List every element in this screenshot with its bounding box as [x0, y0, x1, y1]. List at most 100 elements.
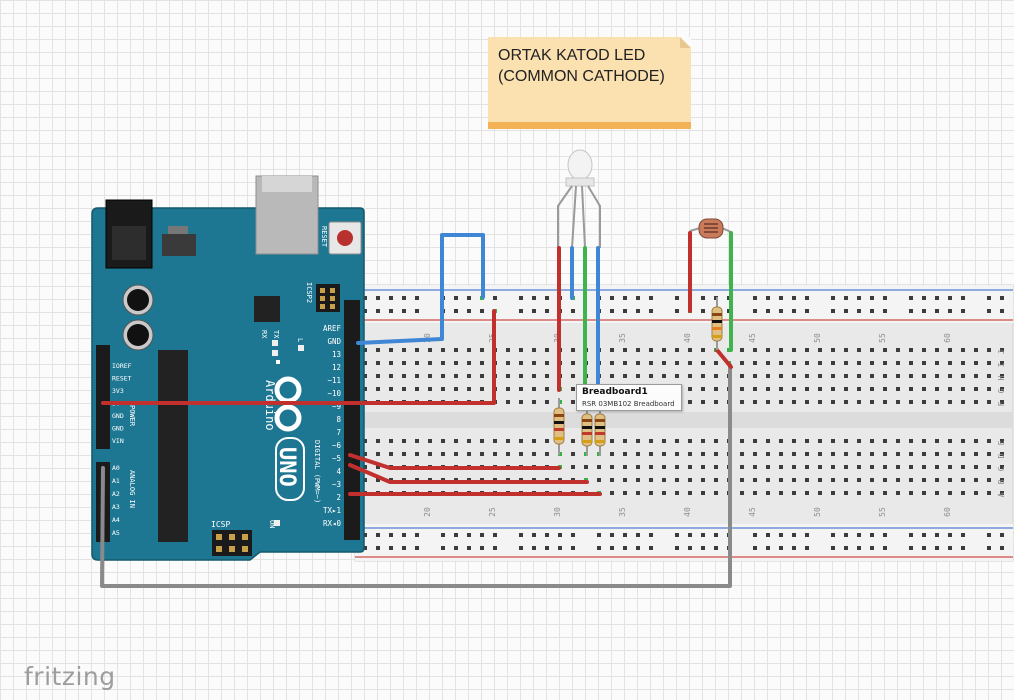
breadboard-hole[interactable]	[1000, 374, 1004, 378]
rail-hole[interactable]	[636, 309, 640, 313]
breadboard-hole[interactable]	[779, 478, 783, 482]
breadboard-hole[interactable]	[467, 361, 471, 365]
breadboard-hole[interactable]	[779, 465, 783, 469]
breadboard-hole[interactable]	[987, 400, 991, 404]
breadboard-hole[interactable]	[649, 491, 653, 495]
breadboard-hole[interactable]	[948, 439, 952, 443]
wire-blue-gnd[interactable]	[356, 233, 485, 345]
breadboard-hole[interactable]	[623, 361, 627, 365]
breadboard-hole[interactable]	[675, 374, 679, 378]
breadboard-hole[interactable]	[532, 387, 536, 391]
breadboard-hole[interactable]	[935, 452, 939, 456]
breadboard-hole[interactable]	[363, 348, 367, 352]
breadboard-hole[interactable]	[454, 348, 458, 352]
breadboard-hole[interactable]	[376, 465, 380, 469]
breadboard-hole[interactable]	[675, 452, 679, 456]
breadboard-hole[interactable]	[766, 439, 770, 443]
breadboard-hole[interactable]	[935, 400, 939, 404]
breadboard-hole[interactable]	[415, 361, 419, 365]
breadboard-hole[interactable]	[584, 465, 588, 469]
breadboard-hole[interactable]	[909, 374, 913, 378]
breadboard-hole[interactable]	[402, 387, 406, 391]
breadboard-hole[interactable]	[753, 452, 757, 456]
breadboard-hole[interactable]	[766, 348, 770, 352]
breadboard-hole[interactable]	[1000, 452, 1004, 456]
rail-hole[interactable]	[389, 546, 393, 550]
rail-hole[interactable]	[675, 533, 679, 537]
breadboard-hole[interactable]	[766, 478, 770, 482]
wire-red-5v[interactable]	[101, 309, 496, 405]
rail-hole[interactable]	[909, 296, 913, 300]
sticky-note[interactable]: ORTAK KATOD LED (COMMON CATHODE)	[488, 37, 691, 129]
breadboard-hole[interactable]	[532, 348, 536, 352]
breadboard-hole[interactable]	[597, 478, 601, 482]
breadboard-hole[interactable]	[493, 452, 497, 456]
breadboard-hole[interactable]	[688, 348, 692, 352]
rail-hole[interactable]	[376, 309, 380, 313]
rail-hole[interactable]	[415, 309, 419, 313]
breadboard-hole[interactable]	[857, 361, 861, 365]
breadboard-hole[interactable]	[506, 387, 510, 391]
rail-hole[interactable]	[532, 546, 536, 550]
breadboard-hole[interactable]	[688, 439, 692, 443]
breadboard-hole[interactable]	[753, 374, 757, 378]
rail-hole[interactable]	[454, 546, 458, 550]
breadboard-hole[interactable]	[714, 439, 718, 443]
rail-hole[interactable]	[610, 309, 614, 313]
rail-hole[interactable]	[1000, 296, 1004, 300]
breadboard-hole[interactable]	[779, 361, 783, 365]
rail-hole[interactable]	[363, 296, 367, 300]
rail-hole[interactable]	[909, 546, 913, 550]
breadboard-hole[interactable]	[766, 387, 770, 391]
resistors[interactable]	[553, 297, 723, 456]
breadboard-hole[interactable]	[779, 348, 783, 352]
breadboard-hole[interactable]	[909, 439, 913, 443]
breadboard-hole[interactable]	[740, 348, 744, 352]
breadboard-hole[interactable]	[428, 387, 432, 391]
breadboard-hole[interactable]	[610, 348, 614, 352]
rail-hole[interactable]	[623, 296, 627, 300]
breadboard-hole[interactable]	[389, 348, 393, 352]
rail-hole[interactable]	[623, 533, 627, 537]
rail-hole[interactable]	[857, 546, 861, 550]
breadboard-hole[interactable]	[675, 465, 679, 469]
breadboard-hole[interactable]	[454, 361, 458, 365]
breadboard-hole[interactable]	[1000, 439, 1004, 443]
breadboard-hole[interactable]	[467, 452, 471, 456]
rail-hole[interactable]	[805, 309, 809, 313]
breadboard-hole[interactable]	[831, 400, 835, 404]
rail-hole[interactable]	[935, 296, 939, 300]
rail-hole[interactable]	[389, 296, 393, 300]
breadboard-hole[interactable]	[844, 348, 848, 352]
breadboard-hole[interactable]	[818, 361, 822, 365]
breadboard-hole[interactable]	[883, 439, 887, 443]
breadboard-hole[interactable]	[389, 387, 393, 391]
breadboard-hole[interactable]	[506, 361, 510, 365]
breadboard-hole[interactable]	[467, 348, 471, 352]
breadboard-hole[interactable]	[623, 491, 627, 495]
breadboard-hole[interactable]	[818, 400, 822, 404]
breadboard-hole[interactable]	[714, 361, 718, 365]
breadboard-hole[interactable]	[948, 374, 952, 378]
rail-hole[interactable]	[454, 296, 458, 300]
breadboard-hole[interactable]	[922, 361, 926, 365]
breadboard-hole[interactable]	[922, 387, 926, 391]
breadboard-hole[interactable]	[909, 465, 913, 469]
breadboard-hole[interactable]	[688, 387, 692, 391]
breadboard-hole[interactable]	[987, 452, 991, 456]
breadboard-hole[interactable]	[844, 465, 848, 469]
rail-hole[interactable]	[883, 546, 887, 550]
rail-hole[interactable]	[948, 296, 952, 300]
breadboard-hole[interactable]	[974, 491, 978, 495]
breadboard-hole[interactable]	[402, 374, 406, 378]
breadboard-hole[interactable]	[779, 387, 783, 391]
rgb-led[interactable]	[557, 149, 601, 249]
rail-hole[interactable]	[922, 309, 926, 313]
breadboard-hole[interactable]	[428, 348, 432, 352]
breadboard-hole[interactable]	[714, 491, 718, 495]
breadboard-hole[interactable]	[805, 491, 809, 495]
breadboard-hole[interactable]	[883, 387, 887, 391]
rail-hole[interactable]	[922, 546, 926, 550]
rail-hole[interactable]	[675, 546, 679, 550]
rail-hole[interactable]	[779, 296, 783, 300]
